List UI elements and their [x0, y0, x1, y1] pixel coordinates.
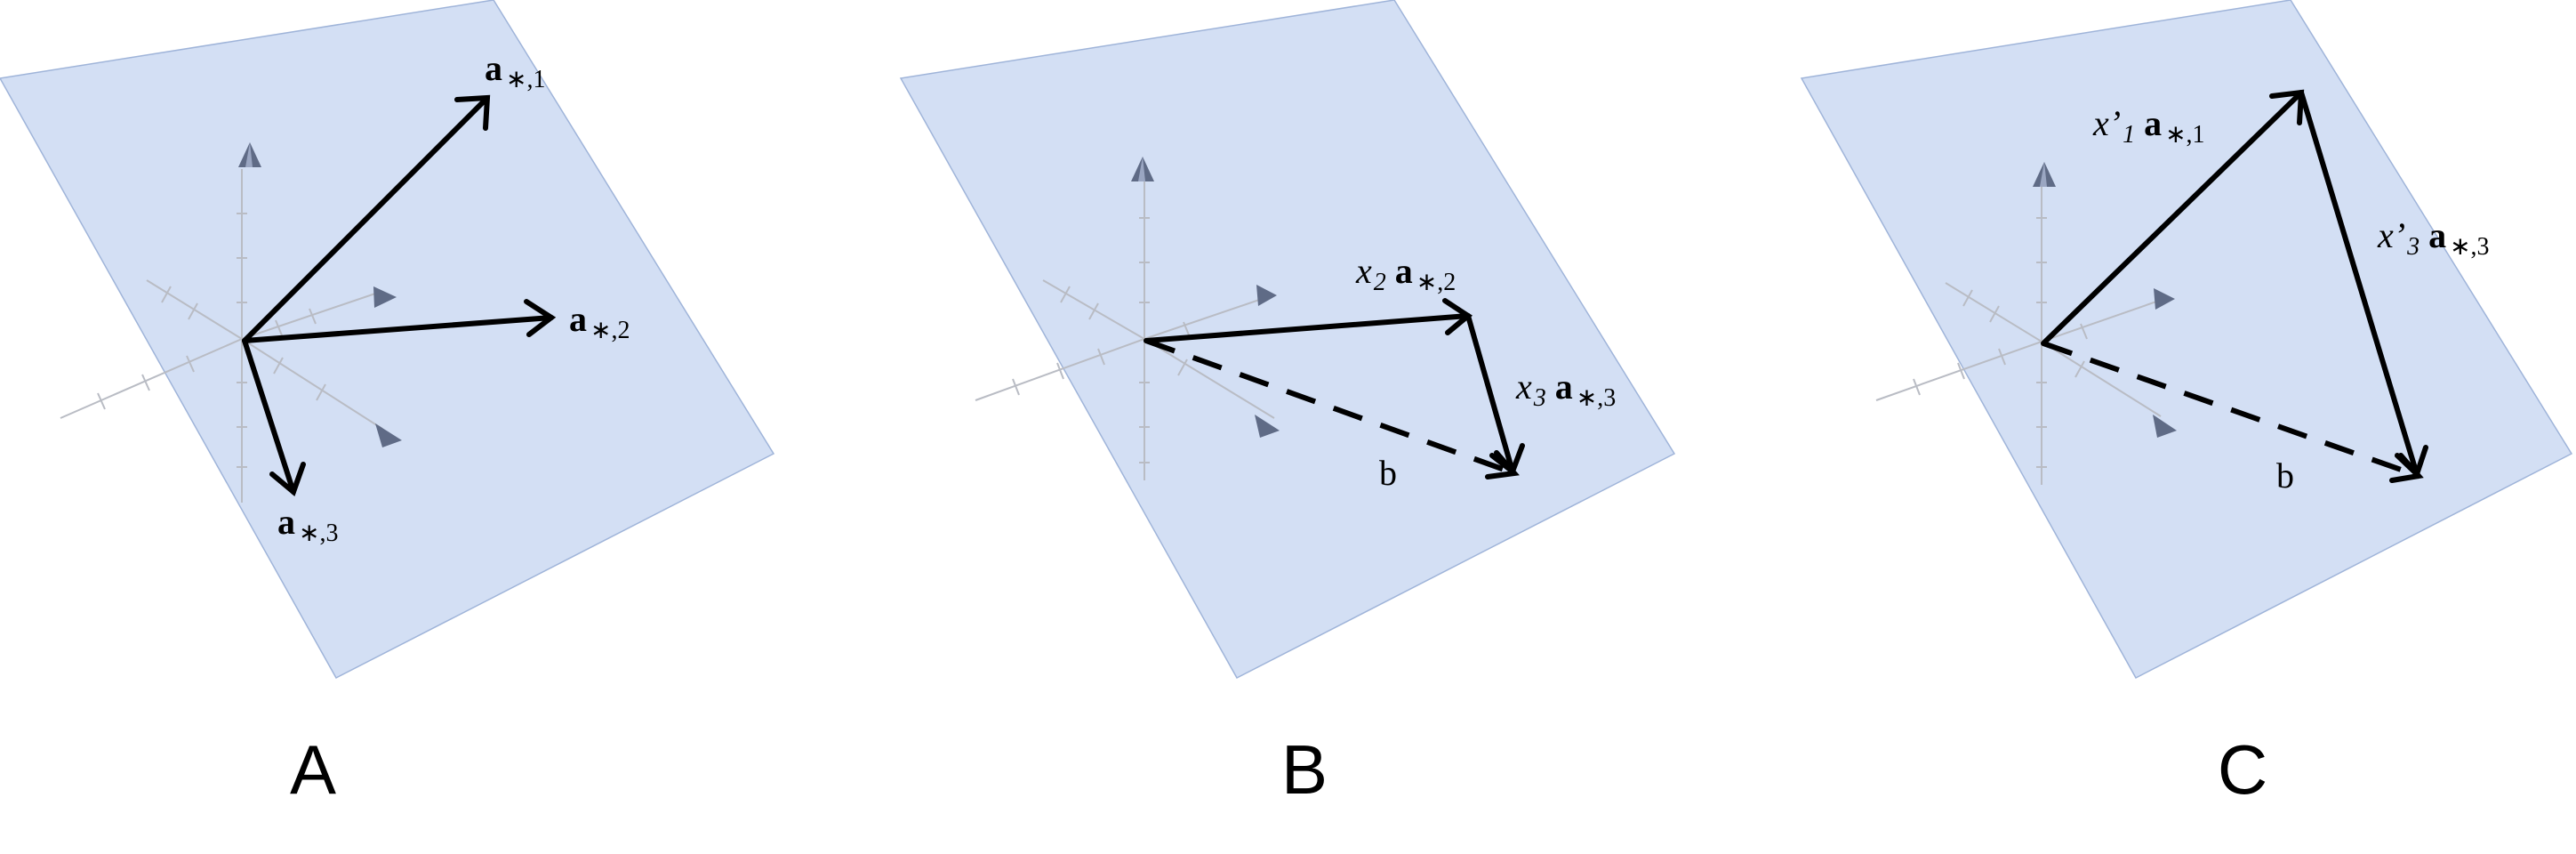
- axis-ticks: [1913, 217, 2088, 468]
- x-axis-arrow-icon: [375, 423, 402, 447]
- column-space-plane: [1800, 0, 2573, 679]
- vector-a1: [242, 94, 491, 343]
- vector-a2: [242, 299, 557, 343]
- label-b: b: [1379, 453, 1397, 493]
- x-axis-arrow-icon: [1255, 415, 1280, 438]
- column-space-plane: [899, 0, 1676, 679]
- y-axis-arrow-icon: [2154, 288, 2175, 310]
- column-space-plane: [0, 0, 775, 679]
- y-axis-arrow-icon: [373, 286, 397, 308]
- coordinate-axes: [60, 142, 402, 503]
- label-a3: a∗,3: [277, 502, 338, 547]
- y-axis-arrow-icon: [1256, 285, 1277, 306]
- label-b: b: [2276, 455, 2294, 495]
- coordinate-axes: [1875, 162, 2177, 485]
- panel-letter-c: C: [2218, 730, 2267, 809]
- axis-ticks: [1012, 217, 1191, 463]
- axis-ticks: [97, 213, 326, 468]
- vector-b-dashed: [2042, 341, 2424, 483]
- coordinate-axes: [975, 157, 1280, 480]
- label-a1: a∗,1: [485, 48, 545, 93]
- label-a2: a∗,2: [569, 299, 630, 344]
- panel-a: a∗,1 a∗,2 a∗,3 A: [0, 0, 775, 809]
- vector-b-dashed: [1144, 338, 1520, 479]
- x-axis-arrow-icon: [2153, 415, 2177, 438]
- vector-a3: [242, 338, 306, 497]
- panel-letter-a: A: [290, 730, 336, 809]
- panel-letter-b: B: [1281, 730, 1328, 809]
